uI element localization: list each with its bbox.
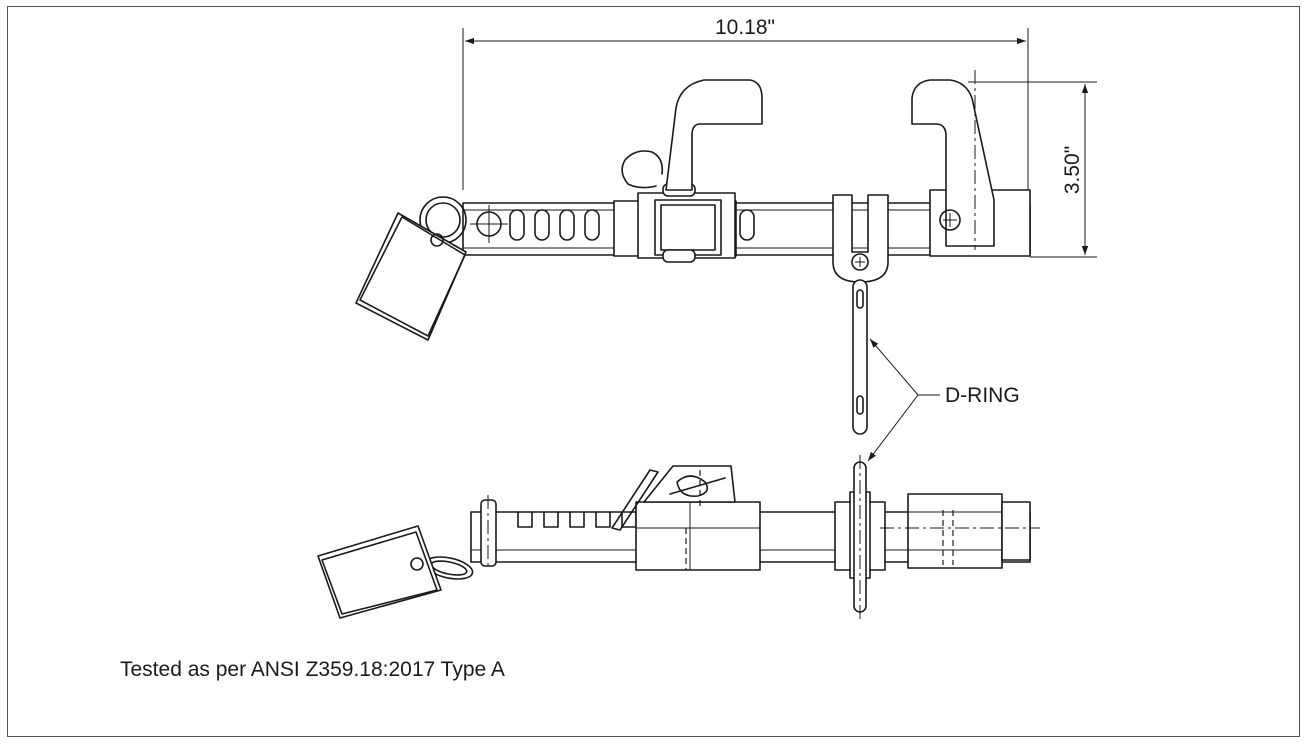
- d-ring-callout: D-RING: [867, 338, 1020, 462]
- inspection-tag: [355, 212, 467, 341]
- d-ring-top: [832, 194, 889, 435]
- side-fixed-jaw: [880, 493, 1040, 569]
- adjustment-slots: [509, 209, 755, 241]
- top-view: [355, 70, 1031, 435]
- side-view: [317, 455, 1040, 620]
- fixed-jaw: [911, 70, 1031, 257]
- width-dimension: 10.18": [462, 16, 1029, 190]
- standard-caption: Tested as per ANSI Z359.18:2017 Type A: [120, 658, 505, 681]
- bolt-icon: [939, 209, 961, 231]
- side-sliding-jaw: [611, 465, 761, 571]
- sliding-jaw: [613, 79, 763, 263]
- width-dimension-label: 10.18": [715, 16, 775, 39]
- height-dimension-label: 3.50": [1061, 146, 1084, 194]
- d-ring-label: D-RING: [945, 384, 1020, 407]
- height-dimension: 3.50": [968, 81, 1097, 258]
- side-d-ring: [834, 455, 886, 620]
- side-tag: [317, 525, 442, 619]
